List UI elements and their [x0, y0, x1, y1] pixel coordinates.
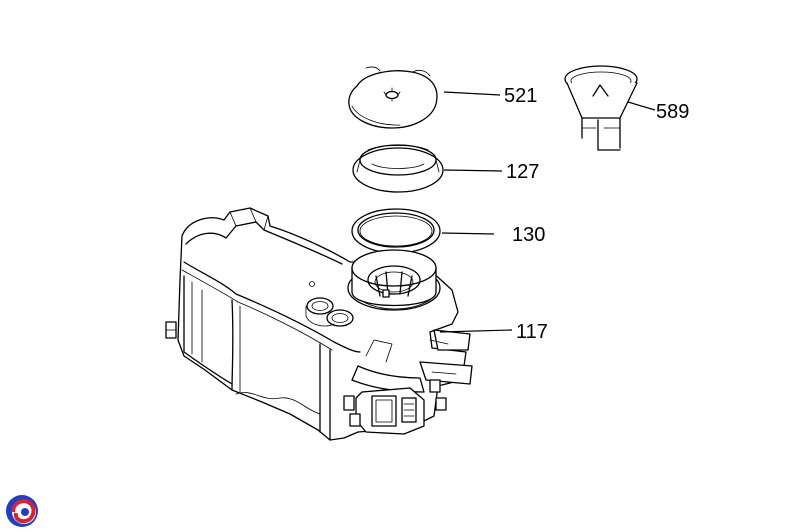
- part-589-funnel[interactable]: [564, 65, 638, 151]
- swirl-logo-icon: [6, 495, 38, 527]
- callout-589: 589: [656, 101, 689, 123]
- callout-521: 521: [504, 85, 537, 107]
- callout-130: 130: [512, 224, 545, 246]
- part-521-cap[interactable]: [348, 66, 438, 129]
- leader-line-117: [439, 329, 513, 333]
- part-117-tank-housing[interactable]: [165, 207, 473, 441]
- leader-line-127: [443, 169, 503, 172]
- leader-line-589: [627, 101, 656, 111]
- leader-line-130: [441, 232, 495, 235]
- leader-line-521: [443, 91, 501, 96]
- part-127-ring[interactable]: [352, 144, 444, 193]
- callout-117: 117: [516, 321, 548, 343]
- part-130-gasket[interactable]: [351, 208, 441, 254]
- callout-127: 127: [506, 161, 539, 183]
